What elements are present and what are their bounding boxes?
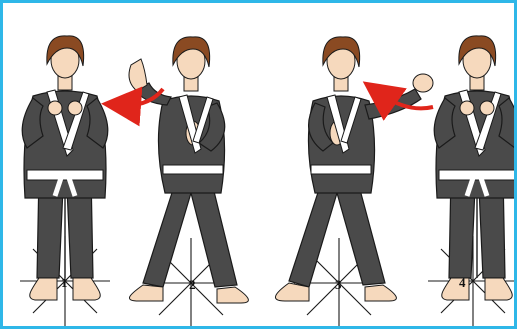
figure-1 xyxy=(22,36,108,300)
step-number-2: 2 xyxy=(189,277,196,292)
step-1: 1 xyxy=(20,36,110,326)
step-2: 2 xyxy=(121,37,248,326)
figure-4 xyxy=(434,36,514,300)
step-number-4: 4 xyxy=(459,275,466,290)
step-number-3: 3 xyxy=(335,277,342,292)
step-number-1: 1 xyxy=(61,275,68,290)
figure-3 xyxy=(275,37,433,301)
step-3: 3 xyxy=(275,37,433,326)
figure-2 xyxy=(129,37,248,303)
martial-arts-sequence: 1 2 xyxy=(3,3,514,326)
step-4: 4 xyxy=(428,36,514,326)
